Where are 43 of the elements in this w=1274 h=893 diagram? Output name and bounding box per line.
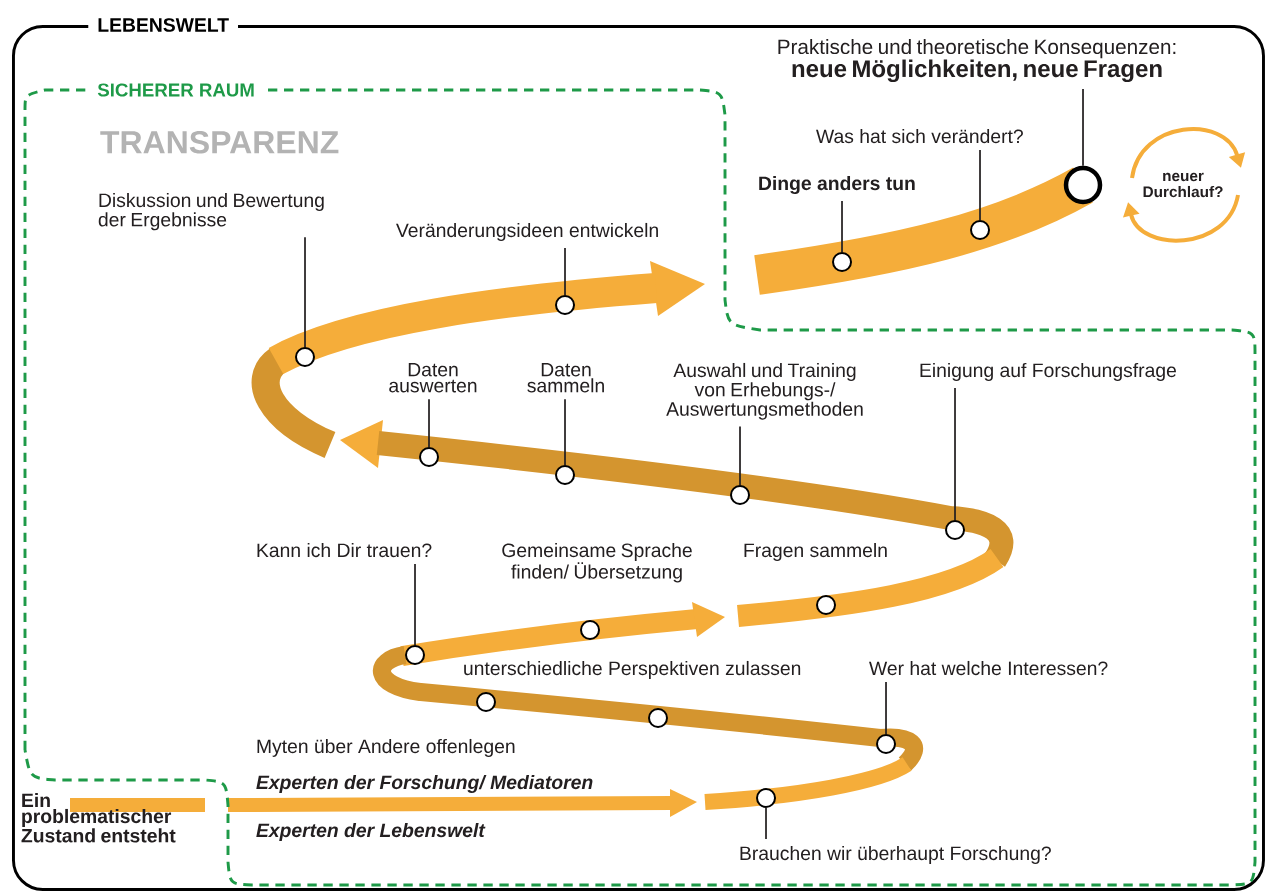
milestone-circle xyxy=(756,788,776,808)
milestone-circle xyxy=(476,692,496,712)
leader-line xyxy=(885,681,887,735)
milestone-circle xyxy=(876,734,896,754)
milestone-circle xyxy=(945,520,965,540)
leader-line xyxy=(564,398,566,466)
leader-line xyxy=(739,425,741,486)
role-label: Experten der Lebenswelt xyxy=(256,822,486,841)
step-label: Auswahl und Training von Erhebungs-/ Auswertungsmethoden xyxy=(666,362,863,420)
heading: TRANSPARENZ xyxy=(100,130,339,154)
step-label: Daten sammeln xyxy=(527,362,604,393)
leader-line xyxy=(841,200,843,253)
step-label: Was hat sich verändert? xyxy=(816,128,1023,144)
leader-line xyxy=(1082,88,1084,167)
step-label: Gemeinsame Sprache finden/ Übersetzung xyxy=(502,542,692,583)
leader-line xyxy=(428,398,430,448)
milestone-circle xyxy=(730,485,750,505)
step-label: Dinge anders tun xyxy=(759,175,915,195)
step-label: Diskussion und Bewertung der Ergebnisse xyxy=(98,192,324,231)
step-label: Einigung auf Forschungsfrage xyxy=(920,362,1176,381)
step-label: unterschiedliche Perspektiven zulassen xyxy=(464,660,801,679)
step-label: Veränderungsideen entwickeln xyxy=(396,222,658,241)
step-label: Kann ich Dir trauen? xyxy=(257,542,432,558)
leader-line xyxy=(304,236,306,348)
cycle-label: neuer Durchlauf? xyxy=(1143,172,1223,198)
leader-line xyxy=(979,149,981,221)
step-label: Myten über Andere offenlegen xyxy=(257,738,515,757)
step-label: Praktische und theoretische Konsequenzen: neue Möglichkeiten, neue Fragen xyxy=(778,38,1176,82)
leader-line xyxy=(954,387,956,521)
milestone-circle xyxy=(555,465,575,485)
start-label: Ein problematischer Zustand entsteht xyxy=(21,792,176,843)
leader-line xyxy=(765,807,767,840)
milestone-circle xyxy=(555,295,575,315)
role-label: Experten der Forschung/ Mediatoren xyxy=(256,774,593,793)
step-label: Daten auswerten xyxy=(389,362,477,393)
step-label: Wer hat welche Interessen? xyxy=(869,660,1108,676)
milestone-circle xyxy=(648,708,668,728)
leader-line xyxy=(564,247,566,296)
milestone-circle xyxy=(419,447,439,467)
step-label: Fragen sammeln xyxy=(744,542,887,561)
leader-line xyxy=(414,563,416,646)
step-label: Brauchen wir überhaupt Forschung? xyxy=(740,845,1051,864)
goal-circle xyxy=(1063,165,1103,205)
